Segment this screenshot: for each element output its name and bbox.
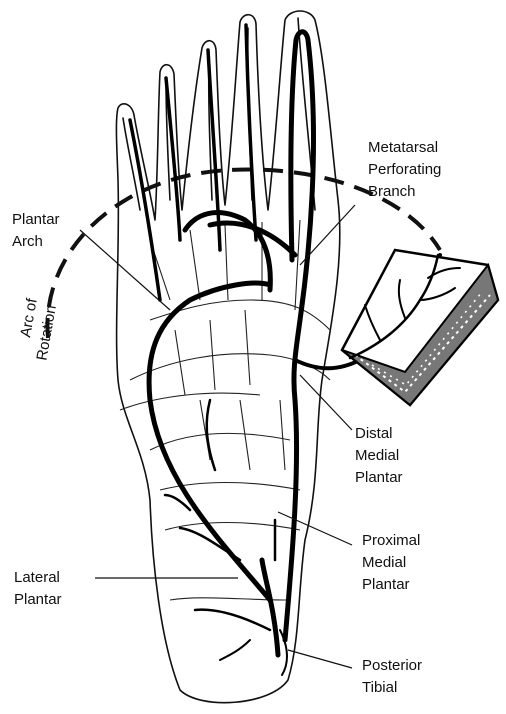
flap-block [342, 250, 498, 405]
label-arc-of-rotation: Arc of Rotation [14, 293, 61, 362]
label-posterior-tibial: Posterior Tibial [362, 657, 426, 696]
label-metatarsal: Metatarsal Perforating Branch [368, 139, 446, 200]
label-lateral-plantar: Lateral Plantar [14, 569, 64, 608]
leader-posterior-tibial [288, 650, 352, 668]
label-proximal-medial: Proximal Medial Plantar [362, 532, 425, 593]
label-distal-medial: Distal Medial Plantar [355, 425, 403, 486]
label-plantar-arch: Plantar Arch [12, 211, 64, 250]
leader-distal-medial [300, 375, 352, 430]
